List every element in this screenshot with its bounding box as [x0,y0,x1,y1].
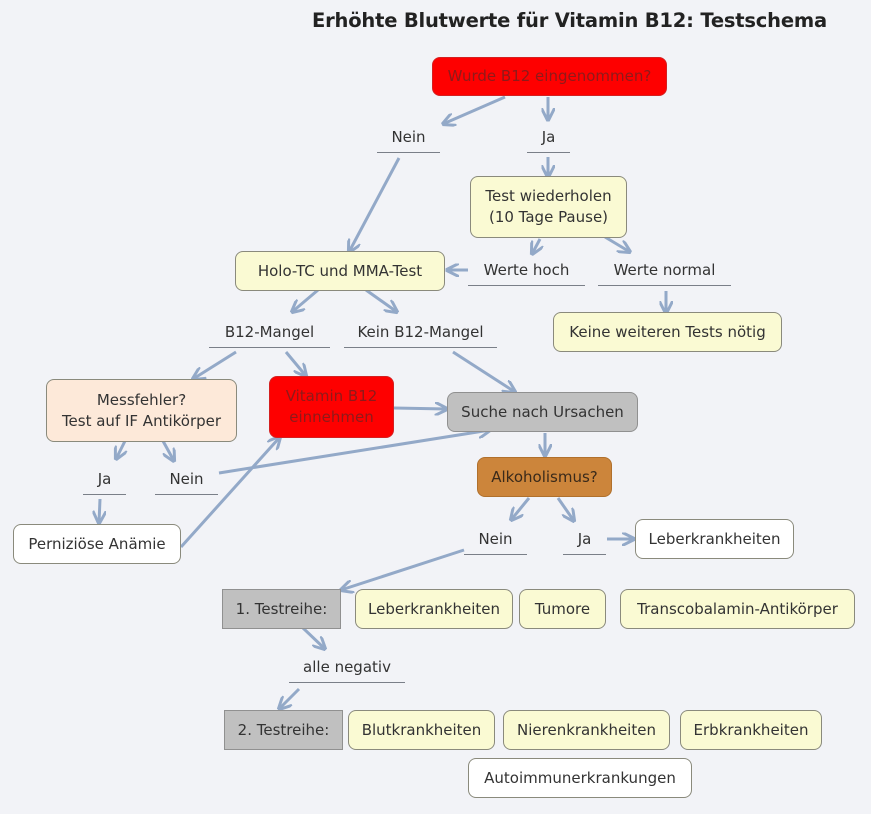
series1-item-liver-text: Leberkrankheiten [368,599,500,618]
node-holo-tc[interactable]: Holo-TC und MMA-Test [235,251,445,291]
node-take-b12-line1: Vitamin B12 [285,387,378,405]
label-ja-3: Ja [563,530,606,555]
edge-holo-to-deficiency [292,288,319,312]
node-no-further-tests-text: Keine weiteren Tests nötig [569,322,766,341]
node-take-b12[interactable]: Vitamin B12 einnehmen [269,376,394,438]
node-no-further-tests[interactable]: Keine weiteren Tests nötig [553,312,782,352]
series2-item-hereditary[interactable]: Erbkrankheiten [680,710,822,750]
edge-alcohol-to-nein [511,497,531,520]
label-nein-1: Nein [377,128,440,153]
edge-deficiency-to-error [193,350,237,379]
edge-ja-to-anemia [99,498,100,523]
node-measurement-error-line1: Messfehler? [96,390,187,409]
edge-nodeficiency-to-search [452,350,515,392]
series1-item-transcobalamin-text: Transcobalamin-Antikörper [637,599,838,618]
series2-item-autoimmune[interactable]: Autoimmunerkrankungen [468,758,692,798]
node-liver-diseases-alcohol[interactable]: Leberkrankheiten [635,519,794,559]
edge-takeb12-to-search [393,408,447,409]
edge-nein-to-search [218,430,490,475]
page-title: Erhöhte Blutwerte für Vitamin B12: Tests… [312,9,827,32]
series2-item-blood[interactable]: Blutkrankheiten [348,710,495,750]
node-liver-diseases-alcohol-text: Leberkrankheiten [648,529,781,548]
node-test-series-2-text: 2. Testreihe: [237,720,330,739]
node-test-series-1-text: 1. Testreihe: [235,599,328,618]
node-repeat-test-line1: Test wiederholen [485,187,612,205]
edge-repeat-to-high [532,238,540,254]
label-ja-2: Ja [83,470,126,495]
label-values-high: Werte hoch [468,261,585,286]
edge-nein-to-series1 [341,548,465,590]
label-b12-deficiency: B12-Mangel [209,323,330,348]
edge-question-to-nein [443,95,506,124]
node-measurement-error-line2: Test auf IF Antikörper [61,411,222,430]
node-measurement-error[interactable]: Messfehler? Test auf IF Antikörper [46,379,237,442]
node-pernicious-anemia-text: Perniziöse Anämie [28,534,166,553]
edge-error-to-nein [161,440,174,461]
node-b12-taken-text: Wurde B12 eingenommen? [447,67,652,85]
edge-deficiency-to-takeb12 [284,351,306,376]
node-search-causes[interactable]: Suche nach Ursachen [447,392,638,432]
series2-item-kidney-text: Nierenkrankheiten [517,720,656,739]
edge-repeat-to-normal [604,235,630,252]
node-b12-taken[interactable]: Wurde B12 eingenommen? [432,57,667,96]
edge-negative-to-series2 [279,687,301,709]
edge-holo-to-nodeficiency [365,288,397,312]
node-test-series-2[interactable]: 2. Testreihe: [224,710,343,750]
node-repeat-test-line2: (10 Tage Pause) [488,208,609,226]
node-alcoholism[interactable]: Alkoholismus? [477,457,612,497]
edge-nein-to-holo [349,157,401,252]
label-nein-2: Nein [155,470,218,495]
edge-error-to-ja [116,440,125,459]
edge-anemia-to-takeb12 [179,437,280,549]
series1-item-liver[interactable]: Leberkrankheiten [355,589,513,629]
node-test-series-1[interactable]: 1. Testreihe: [222,589,341,629]
label-values-normal: Werte normal [598,261,731,286]
node-search-causes-text: Suche nach Ursachen [461,402,624,421]
node-holo-tc-text: Holo-TC und MMA-Test [257,261,423,280]
series1-item-transcobalamin[interactable]: Transcobalamin-Antikörper [620,589,855,629]
series1-item-tumors-text: Tumore [534,599,591,618]
label-ja-1: Ja [527,128,570,153]
edge-alcohol-to-ja [556,497,574,521]
node-repeat-test[interactable]: Test wiederholen (10 Tage Pause) [470,176,627,238]
node-take-b12-line2: einnehmen [289,408,374,426]
node-pernicious-anemia[interactable]: Perniziöse Anämie [13,524,181,564]
node-alcoholism-text: Alkoholismus? [491,467,598,486]
series2-item-kidney[interactable]: Nierenkrankheiten [503,710,670,750]
series2-item-hereditary-text: Erbkrankheiten [693,720,809,739]
series2-item-blood-text: Blutkrankheiten [361,720,482,739]
label-all-negative: alle negativ [289,658,405,683]
label-no-b12-deficiency: Kein B12-Mangel [344,323,497,348]
series1-item-tumors[interactable]: Tumore [519,589,606,629]
label-nein-3: Nein [464,530,527,555]
series2-item-autoimmune-text: Autoimmunerkrankungen [484,768,676,787]
edge-series1-to-negative [301,626,325,649]
